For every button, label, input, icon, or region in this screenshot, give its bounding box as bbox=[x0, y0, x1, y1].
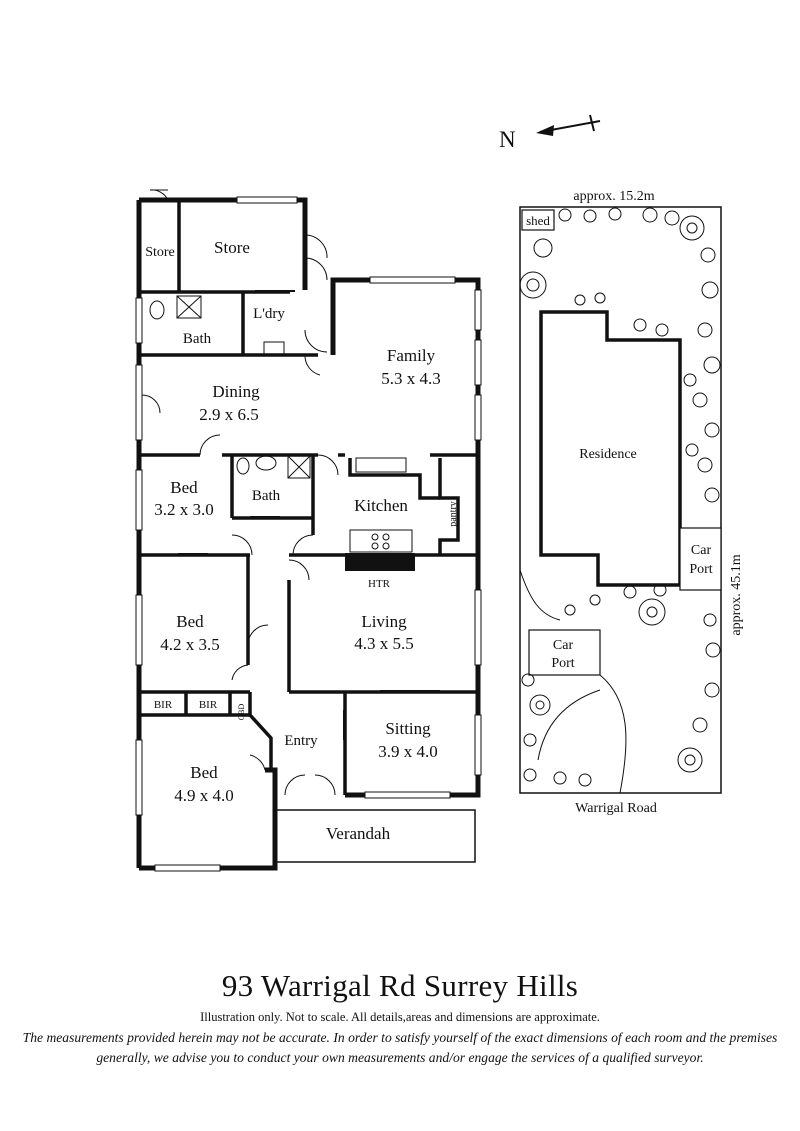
sitting-label: Sitting bbox=[385, 719, 431, 738]
sitting-size: 3.9 x 4.0 bbox=[378, 742, 438, 761]
room-labels: Store Store L'dry Bath Family 5.3 x 4.3 … bbox=[145, 238, 459, 843]
windows bbox=[135, 196, 482, 872]
bir-2-label: BIR bbox=[199, 699, 218, 711]
disclaimer-long: The measurements provided herein may not… bbox=[22, 1030, 778, 1065]
bed-1-label: Bed bbox=[170, 478, 198, 497]
carport-right-line2: Port bbox=[689, 562, 712, 577]
bed-3-label: Bed bbox=[190, 763, 218, 782]
disclaimer-short: Illustration only. Not to scale. All det… bbox=[200, 1010, 600, 1024]
dining-size: 2.9 x 6.5 bbox=[199, 405, 259, 424]
cooktop bbox=[349, 529, 413, 553]
store-small-label: Store bbox=[145, 245, 175, 260]
north-arrow: N bbox=[499, 114, 601, 152]
carport-right bbox=[679, 527, 722, 591]
heater-label: HTR bbox=[368, 578, 391, 590]
driveway-right-edge bbox=[599, 674, 627, 794]
north-arrow-head bbox=[536, 125, 554, 136]
dining-label: Dining bbox=[212, 382, 260, 401]
driveway-left-edge bbox=[537, 689, 601, 761]
shower-tray bbox=[176, 295, 202, 319]
family-size: 5.3 x 4.3 bbox=[381, 369, 441, 388]
bir-1-label: BIR bbox=[154, 699, 173, 711]
carport-left-line1: Car bbox=[553, 638, 574, 653]
family-label: Family bbox=[387, 346, 436, 365]
shed-label: shed bbox=[526, 213, 550, 228]
bed-3-size: 4.9 x 4.0 bbox=[174, 786, 234, 805]
carport-left bbox=[528, 629, 601, 676]
bed-1-size: 3.2 x 3.0 bbox=[154, 500, 214, 519]
site-plan: approx. 15.2m approx. 45.1m shed Residen… bbox=[519, 189, 744, 816]
doors bbox=[141, 189, 339, 796]
kitchen-sink bbox=[355, 457, 407, 473]
garden-shrubs bbox=[519, 207, 721, 787]
shed-box bbox=[521, 209, 555, 231]
bath-mid-label: Bath bbox=[252, 488, 281, 504]
living-label: Living bbox=[361, 612, 407, 631]
opening-markers bbox=[178, 290, 440, 740]
entry-label: Entry bbox=[284, 733, 318, 749]
carport-left-line2: Port bbox=[551, 656, 574, 671]
living-size: 4.3 x 5.5 bbox=[354, 634, 414, 653]
internal-walls bbox=[139, 200, 478, 795]
store-large-label: Store bbox=[214, 238, 250, 257]
path-edge bbox=[519, 569, 561, 621]
kitchen-label: Kitchen bbox=[354, 496, 408, 515]
north-label: N bbox=[499, 127, 516, 152]
site-width-label: approx. 15.2m bbox=[573, 189, 654, 204]
street-label: Warrigal Road bbox=[575, 801, 657, 816]
heater-hearth bbox=[345, 553, 415, 571]
site-depth-label: approx. 45.1m bbox=[729, 554, 744, 635]
verandah-label: Verandah bbox=[326, 824, 391, 843]
carport-right-line1: Car bbox=[691, 543, 712, 558]
residence-label: Residence bbox=[579, 447, 637, 462]
cbd-label: CBD bbox=[237, 704, 246, 721]
basin bbox=[255, 455, 277, 471]
toilet-mid bbox=[236, 457, 250, 475]
bath-rear-label: Bath bbox=[183, 331, 212, 347]
toilet-rear bbox=[149, 300, 165, 320]
verandah-outline bbox=[275, 809, 476, 863]
bed-2-label: Bed bbox=[176, 612, 204, 631]
fixtures bbox=[149, 295, 413, 553]
bed-2-size: 4.2 x 3.5 bbox=[160, 635, 220, 654]
laundry-tub bbox=[263, 341, 285, 355]
laundry-label: L'dry bbox=[253, 306, 285, 322]
pantry-label: pantry bbox=[448, 501, 459, 527]
property-title: 93 Warrigal Rd Surrey Hills bbox=[221, 968, 579, 1003]
north-arrow-tick bbox=[589, 114, 595, 132]
